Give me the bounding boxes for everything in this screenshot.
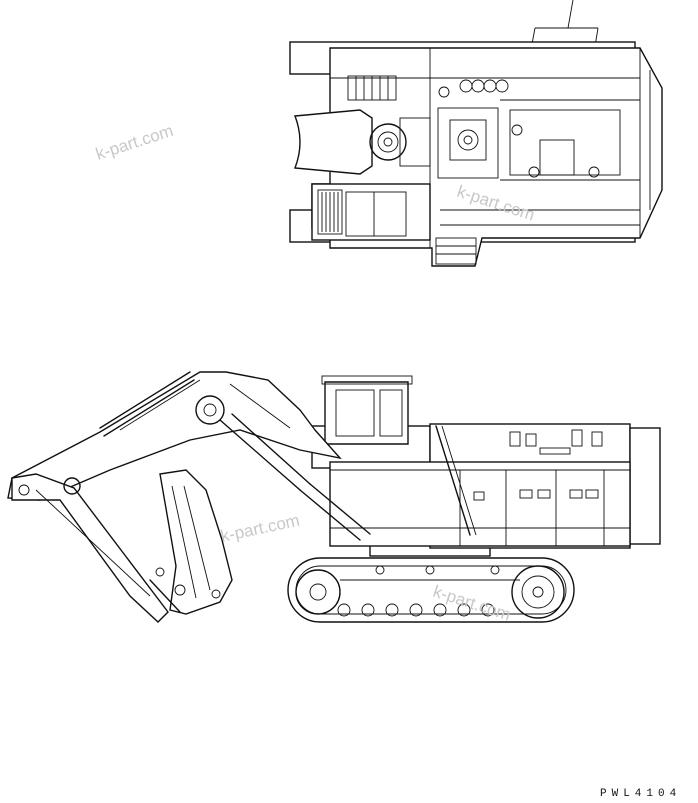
- watermark-3: k-part.com: [219, 511, 301, 546]
- drawing-code: PWL4104: [600, 788, 681, 800]
- side-view: [7, 371, 661, 623]
- watermark-1: k-part.com: [93, 121, 175, 164]
- top-view: [289, 0, 663, 267]
